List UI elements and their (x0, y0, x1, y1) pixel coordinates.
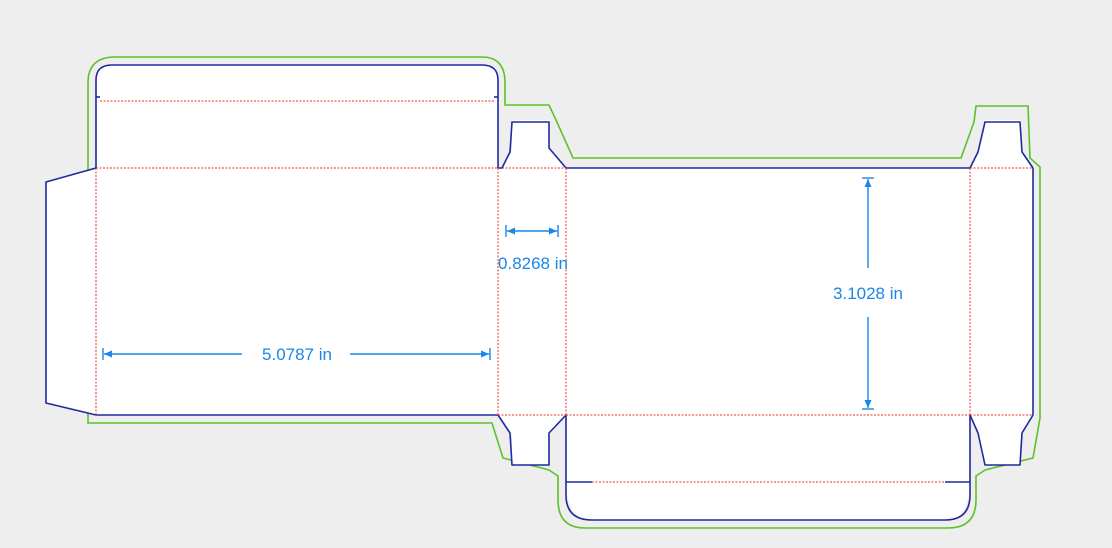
dimension-panel-width (102, 348, 491, 360)
upper-dust-flap-right-cut (969, 121, 1034, 169)
bottom-tuck-flap-cut (565, 415, 971, 521)
left-top-lid-cut (95, 64, 499, 168)
panel-height-label: 3.1028 in (833, 284, 903, 303)
panel-width-arrow-right (481, 350, 489, 358)
dimension-panel-height (862, 177, 874, 410)
cut-lines (45, 64, 1034, 521)
lower-dust-flap-right-cut (969, 414, 1034, 466)
box-body-fill (46, 65, 1033, 520)
dimension-side-depth (505, 225, 559, 237)
panel-width-arrow-left (104, 350, 112, 358)
panel-width-label: 5.0787 in (262, 345, 332, 364)
side-depth-label: 0.8268 in (498, 254, 568, 273)
panel-height-arrow-top (864, 179, 872, 187)
glue-flap-cut (45, 167, 97, 416)
side-depth-arrow-left (507, 227, 515, 235)
panel-height-arrow-bottom (864, 400, 872, 408)
lower-dust-flap-left-cut (497, 414, 567, 466)
bleed-outline (87, 56, 1041, 529)
side-depth-arrow-right (549, 227, 557, 235)
fold-lines (95, 100, 1033, 483)
